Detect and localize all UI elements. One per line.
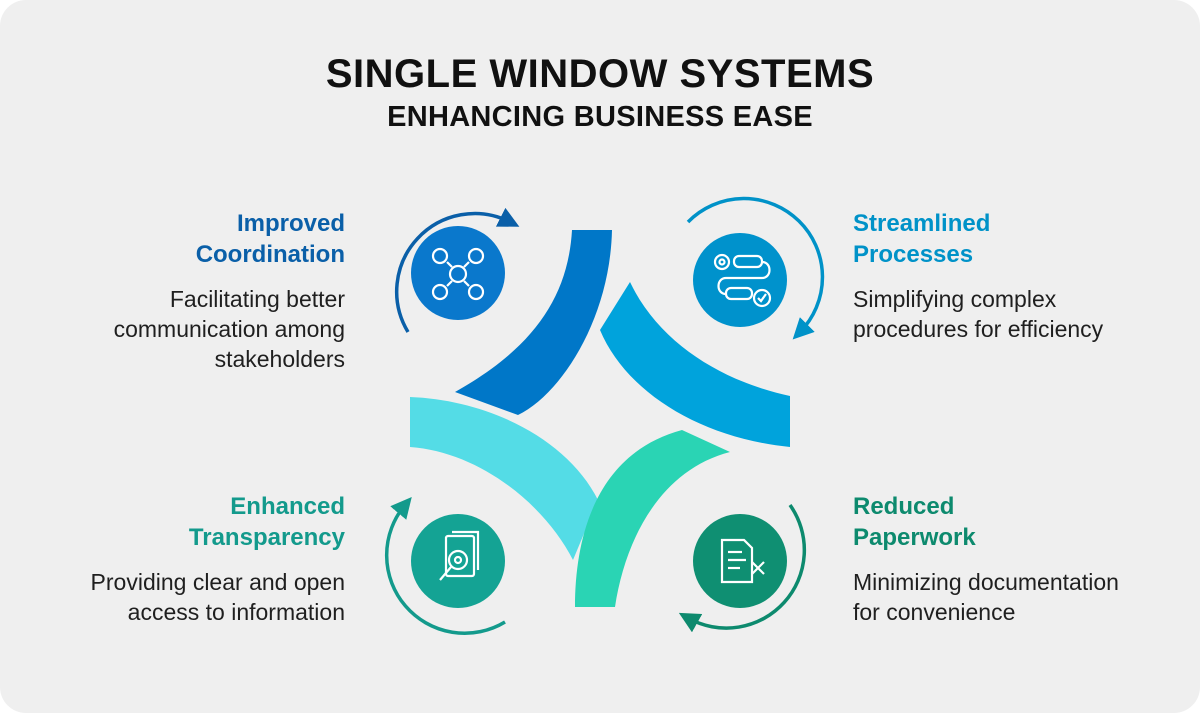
- transparency-description: Providing clear and open access to infor…: [40, 567, 345, 627]
- coordination-desc-line2: communication among: [113, 316, 345, 342]
- transparency-desc-line2: access to information: [127, 599, 345, 625]
- petal-cyan: [410, 397, 598, 560]
- workflow-gear-icon: [713, 253, 772, 308]
- page-subtitle: ENHANCING BUSINESS EASE: [387, 101, 813, 133]
- transparency-heading-line1: Enhanced: [230, 493, 345, 520]
- coordination-block: Improved Coordination Facilitating bette…: [40, 208, 345, 374]
- paperwork-block: Reduced Paperwork Minimizing documentati…: [853, 491, 1173, 627]
- paperwork-desc-line1: Minimizing documentation: [853, 569, 1119, 595]
- transparency-desc-line1: Providing clear and open: [90, 569, 345, 595]
- transparency-block: Enhanced Transparency Providing clear an…: [40, 491, 345, 627]
- paperwork-heading-line2: Paperwork: [853, 524, 976, 551]
- transparency-heading: Enhanced Transparency: [40, 491, 345, 553]
- coordination-desc-line1: Facilitating better: [169, 286, 345, 312]
- paperwork-description: Minimizing documentation for convenience: [853, 567, 1173, 627]
- processes-description: Simplifying complex procedures for effic…: [853, 284, 1173, 344]
- processes-heading-line2: Processes: [853, 241, 974, 268]
- coordination-heading: Improved Coordination: [40, 208, 345, 270]
- paperwork-desc-line2: for convenience: [853, 599, 1016, 625]
- coordination-heading-line1: Improved: [236, 210, 345, 237]
- people-network-icon: [431, 247, 485, 301]
- document-magnifier-icon: [439, 530, 480, 581]
- petal-light-blue: [600, 282, 790, 447]
- petal-teal: [575, 430, 730, 607]
- coordination-node: [394, 207, 520, 333]
- transparency-node: [384, 496, 506, 635]
- processes-heading-line1: Streamlined: [853, 210, 991, 237]
- paperwork-node: [678, 503, 807, 633]
- document-remove-icon: [720, 538, 765, 584]
- paperwork-heading-line1: Reduced: [853, 493, 955, 520]
- processes-node: [686, 196, 825, 340]
- processes-heading: Streamlined Processes: [853, 208, 1173, 270]
- processes-desc-line1: Simplifying complex: [853, 286, 1057, 312]
- coordination-desc-line3: stakeholders: [214, 346, 345, 372]
- coordination-description: Facilitating better communication among …: [40, 284, 345, 374]
- page-title: SINGLE WINDOW SYSTEMS: [325, 52, 875, 96]
- transparency-heading-line2: Transparency: [188, 524, 345, 551]
- processes-block: Streamlined Processes Simplifying comple…: [853, 208, 1173, 344]
- petal-blue: [455, 230, 612, 415]
- paperwork-heading: Reduced Paperwork: [853, 491, 1173, 553]
- coordination-heading-line2: Coordination: [195, 241, 345, 268]
- processes-desc-line2: procedures for efficiency: [853, 316, 1104, 342]
